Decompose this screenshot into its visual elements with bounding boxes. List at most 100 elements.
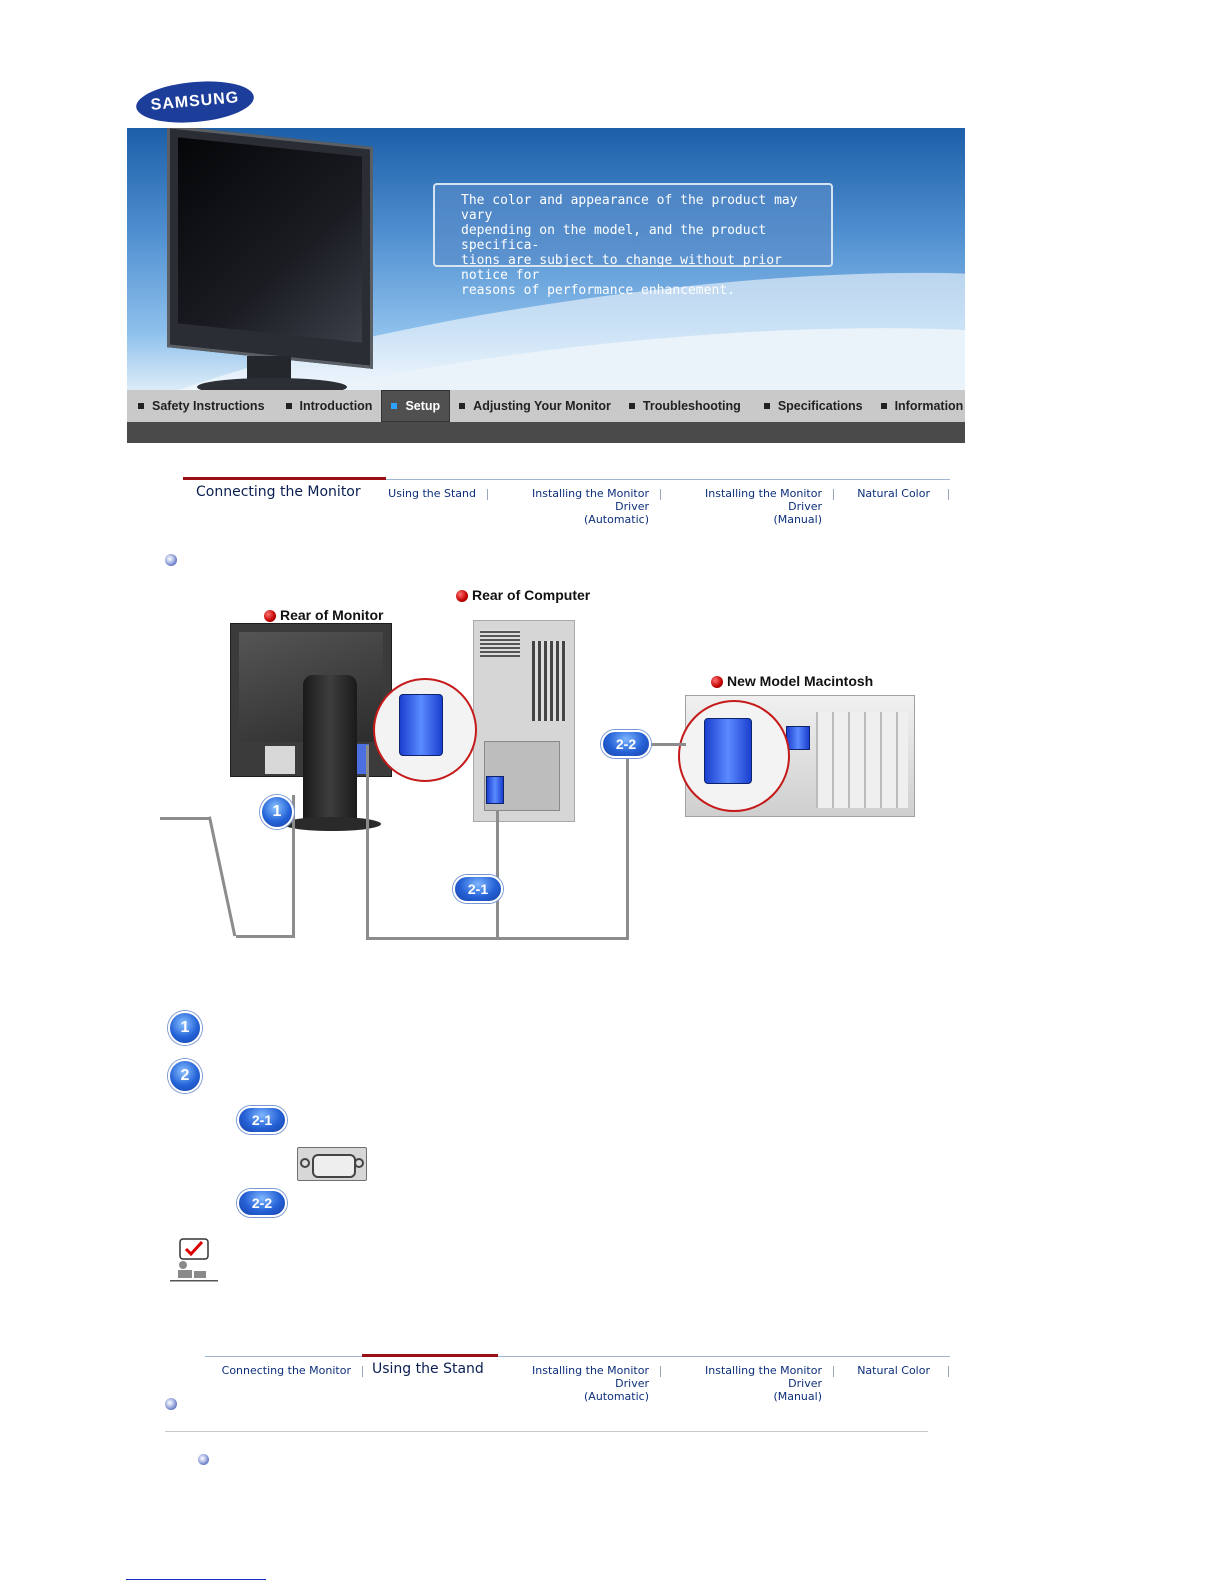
vga-plug-icon bbox=[704, 718, 752, 784]
nav-label: Setup bbox=[405, 399, 441, 413]
power-port bbox=[265, 746, 295, 774]
nav-item-specifications[interactable]: Specifications bbox=[750, 390, 872, 422]
nav-dark-strip bbox=[127, 422, 965, 443]
tab-label: Installing the Monitor Driver bbox=[532, 487, 649, 513]
power-cable bbox=[236, 935, 295, 938]
computer-rear-illustration bbox=[473, 620, 575, 822]
step-2-badge: 2 bbox=[168, 1059, 202, 1093]
square-bullet-icon bbox=[880, 403, 887, 409]
nav-item-safety-instructions[interactable]: Safety Instructions bbox=[127, 390, 274, 422]
square-bullet-icon bbox=[459, 403, 466, 409]
product-notice: The color and appearance of the product … bbox=[433, 183, 833, 298]
tab-divider-line bbox=[183, 479, 950, 480]
square-bullet-icon bbox=[285, 403, 292, 409]
nav-label: Safety Instructions bbox=[152, 399, 265, 413]
badge-2-2: 2-2 bbox=[601, 730, 651, 758]
header-banner: The color and appearance of the product … bbox=[127, 128, 965, 390]
tab-installing-driver-manual[interactable]: Installing the Monitor Driver (Manual) bbox=[672, 1356, 834, 1404]
sub-tabs-top: Connecting the Monitor Using the Stand I… bbox=[183, 477, 950, 526]
tab-label: Using the Stand bbox=[388, 487, 476, 500]
signal-cable bbox=[366, 745, 369, 939]
square-bullet-icon bbox=[138, 403, 144, 409]
nav-item-introduction[interactable]: Introduction bbox=[274, 390, 382, 422]
tab-installing-driver-automatic[interactable]: Installing the Monitor Driver (Automatic… bbox=[499, 1356, 661, 1404]
step-2-1-badge: 2-1 bbox=[237, 1106, 287, 1134]
tab-label: Installing the Monitor Driver bbox=[705, 1364, 822, 1390]
step-1-badge: 1 bbox=[168, 1011, 202, 1045]
signal-cable bbox=[626, 743, 686, 746]
tab-label-sub: (Manual) bbox=[773, 1390, 822, 1403]
sub-tabs-bottom: Connecting the Monitor Using the Stand I… bbox=[205, 1354, 950, 1403]
step-2-2-badge: 2-2 bbox=[237, 1189, 287, 1217]
tab-label: Natural Color bbox=[857, 487, 930, 500]
zoom-circle-computer bbox=[373, 678, 477, 782]
nav-item-troubleshooting[interactable]: Troubleshooting bbox=[620, 390, 750, 422]
logo-text: SAMSUNG bbox=[134, 76, 256, 128]
samsung-logo: SAMSUNG bbox=[134, 76, 256, 128]
tab-separator bbox=[833, 489, 834, 500]
badge-2-1: 2-1 bbox=[453, 875, 503, 903]
d-sub-shell bbox=[312, 1154, 356, 1178]
monitor-stand-foot bbox=[283, 817, 381, 831]
tab-connecting-the-monitor[interactable]: Connecting the Monitor bbox=[205, 1356, 363, 1404]
tab-separator bbox=[833, 1366, 834, 1377]
tab-separator bbox=[660, 489, 661, 500]
tab-natural-color[interactable]: Natural Color bbox=[848, 479, 949, 527]
mac-slots bbox=[816, 712, 908, 808]
tab-label: Connecting the Monitor bbox=[221, 1364, 351, 1377]
tab-natural-color[interactable]: Natural Color bbox=[848, 1356, 949, 1404]
power-cable bbox=[160, 817, 210, 820]
tab-separator bbox=[948, 1366, 949, 1377]
tab-label-sub: (Automatic) bbox=[584, 1390, 649, 1403]
signal-cable bbox=[626, 745, 629, 940]
tab-label-sub: (Automatic) bbox=[584, 513, 649, 526]
tab-installing-driver-automatic[interactable]: Installing the Monitor Driver (Automatic… bbox=[499, 479, 661, 527]
power-cable bbox=[208, 816, 237, 937]
nav-label: Information bbox=[894, 399, 964, 413]
tab-label: Natural Color bbox=[857, 1364, 930, 1377]
square-bullet-icon bbox=[628, 403, 635, 409]
section-bullet-icon bbox=[165, 1398, 177, 1410]
nav-item-adjusting-your-monitor[interactable]: Adjusting Your Monitor bbox=[450, 390, 620, 422]
monitor-screen bbox=[178, 137, 362, 343]
footer-link-underline[interactable] bbox=[126, 1579, 266, 1580]
badge-1: 1 bbox=[260, 795, 294, 829]
tab-label-sub: (Manual) bbox=[773, 513, 822, 526]
label-rear-of-monitor: Rear of Monitor bbox=[264, 607, 383, 623]
red-dot-icon bbox=[456, 590, 468, 603]
nav-item-setup[interactable]: Setup bbox=[381, 390, 451, 422]
tab-installing-driver-manual[interactable]: Installing the Monitor Driver (Manual) bbox=[672, 479, 834, 527]
tab-label: Using the Stand bbox=[372, 1361, 484, 1377]
monitor-stand-base bbox=[197, 378, 347, 390]
tab-label: Connecting the Monitor bbox=[196, 484, 361, 500]
tab-connecting-the-monitor[interactable]: Connecting the Monitor bbox=[183, 477, 386, 526]
tab-using-the-stand[interactable]: Using the Stand bbox=[362, 1354, 498, 1403]
screw-icon bbox=[300, 1158, 310, 1168]
nav-label: Introduction bbox=[299, 399, 373, 413]
square-bullet-icon bbox=[391, 403, 398, 409]
tab-divider-line bbox=[205, 1356, 950, 1357]
nav-label: Adjusting Your Monitor bbox=[473, 399, 611, 413]
screw-icon bbox=[354, 1158, 364, 1168]
red-dot-icon bbox=[711, 676, 723, 689]
tab-separator bbox=[487, 489, 488, 500]
label-new-model-macintosh: New Model Macintosh bbox=[711, 673, 873, 689]
nav-item-information[interactable]: Information bbox=[872, 390, 973, 422]
red-dot-icon bbox=[264, 610, 276, 623]
nav-label: Specifications bbox=[777, 399, 863, 413]
signal-cable bbox=[496, 810, 499, 940]
zoom-circle-mac bbox=[678, 700, 790, 812]
nav-label: Troubleshooting bbox=[642, 399, 741, 413]
connection-diagram: Rear of Monitor Rear of Computer New Mod… bbox=[160, 585, 930, 945]
section-divider bbox=[165, 1431, 928, 1432]
main-nav: Safety Instructions Introduction Setup A… bbox=[127, 390, 965, 422]
note-icon bbox=[170, 1238, 220, 1282]
vga-plug-icon bbox=[786, 726, 810, 750]
tab-separator bbox=[948, 489, 949, 500]
tab-label: Installing the Monitor Driver bbox=[532, 1364, 649, 1390]
monitor-stand-column bbox=[303, 675, 357, 825]
tab-label: Installing the Monitor Driver bbox=[705, 487, 822, 513]
tab-separator bbox=[362, 1366, 363, 1377]
power-cable bbox=[292, 795, 295, 937]
tab-using-the-stand[interactable]: Using the Stand bbox=[386, 479, 488, 527]
